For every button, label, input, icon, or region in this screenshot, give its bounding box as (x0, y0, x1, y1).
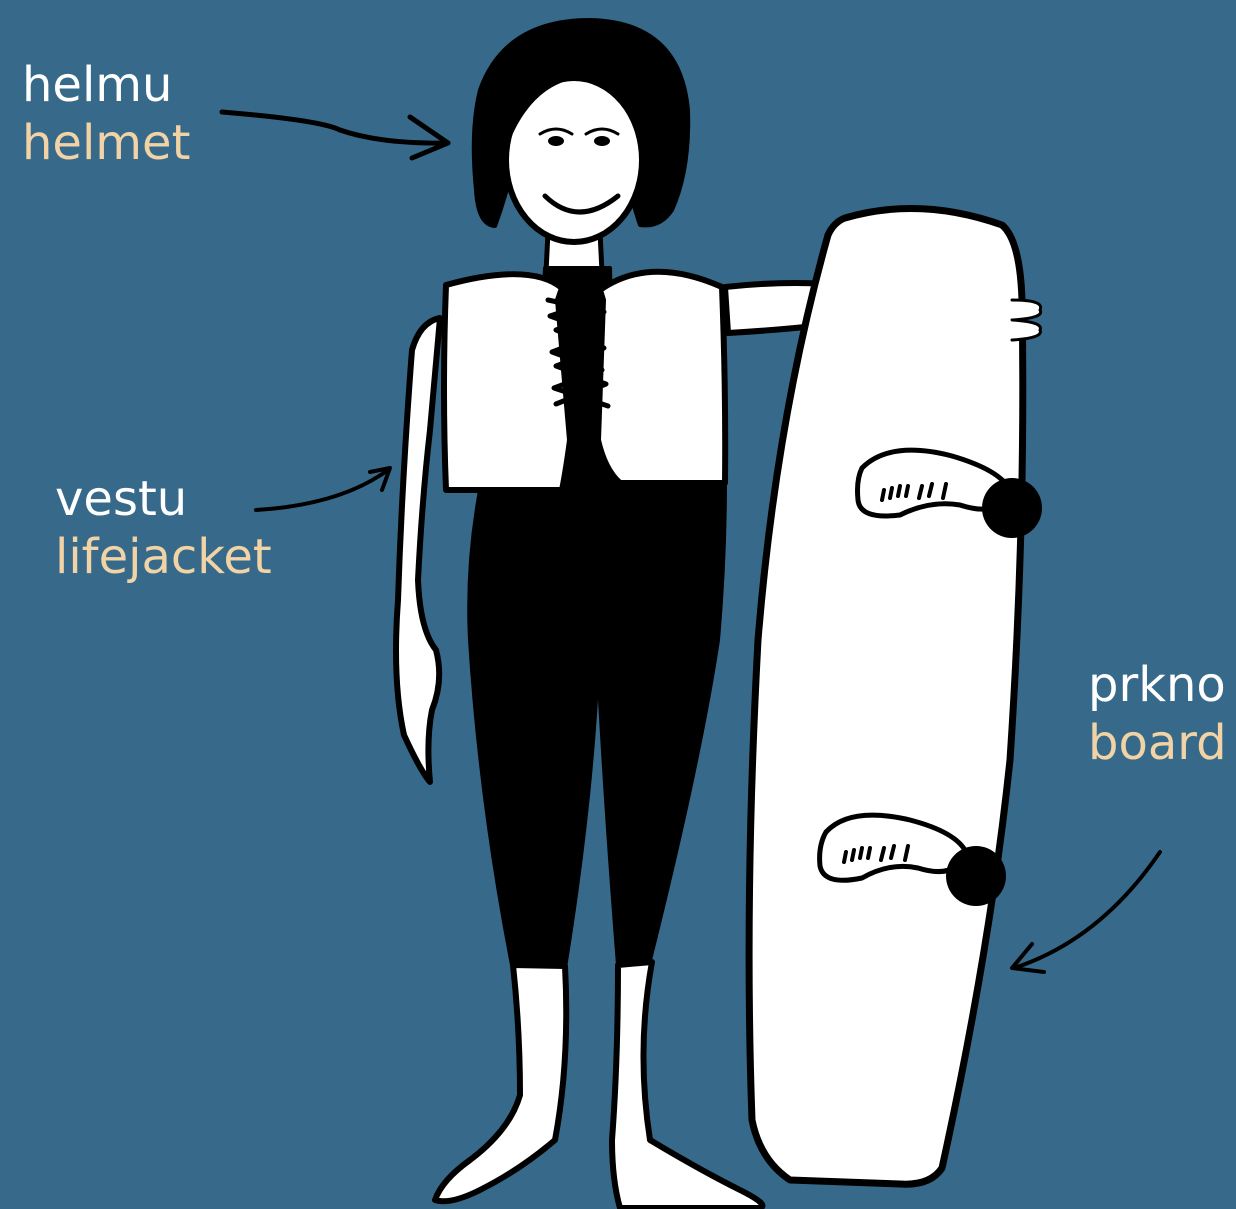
board-shape (749, 209, 1023, 1185)
lifejacket-label-native: vestu (55, 470, 272, 528)
helmet-label-native: helmu (22, 56, 190, 114)
board-label-english: board (1088, 714, 1227, 772)
lifejacket-label-english: lifejacket (55, 528, 272, 586)
left-arm (396, 318, 440, 782)
fingers (1012, 300, 1041, 340)
lifejacket-arrow (256, 468, 390, 510)
board-arrow (1012, 852, 1160, 972)
helmet-arrow (222, 112, 448, 158)
right-lower-leg (612, 962, 763, 1208)
left-eye (548, 136, 564, 146)
board-label: prkno board (1088, 656, 1227, 772)
right-eye (594, 136, 610, 146)
board-label-native: prkno (1088, 656, 1227, 714)
left-lower-leg (435, 965, 566, 1201)
helmet-label-english: helmet (22, 114, 190, 172)
helmet-label: helmu helmet (22, 56, 190, 172)
lifejacket-label: vestu lifejacket (55, 470, 272, 586)
